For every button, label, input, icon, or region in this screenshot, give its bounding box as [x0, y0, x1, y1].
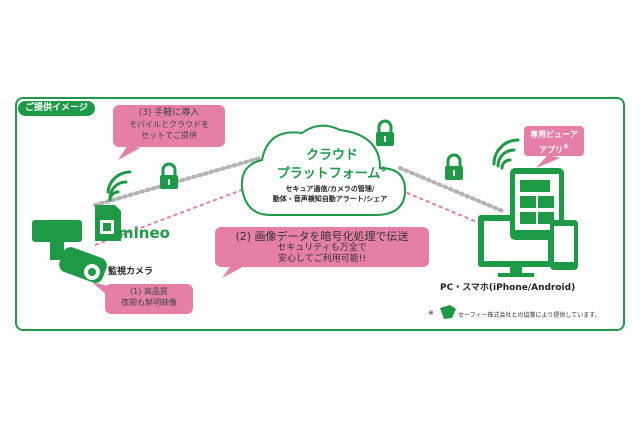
tablet-icon [510, 168, 564, 240]
mineo-logo: mineo [118, 224, 170, 242]
encryption-note: (2) 画像データを暗号化処理で伝送 セキュリティも万全で 安心してご利用可能!… [215, 227, 429, 267]
viewer-app-tag: 専用ビューア アプリ※ [524, 126, 584, 156]
footnote-mark: ※ [428, 309, 434, 317]
smartphone-icon [550, 220, 578, 270]
cloud-title-line2: プラットフォーム [276, 166, 381, 182]
callout-top-line3: セットでご提供 [141, 131, 197, 140]
callout-high-quality: (1) 高品質 夜間も鮮明映像 [105, 284, 193, 314]
camera-label: 監視カメラ [108, 267, 154, 277]
wifi-icon-right [492, 138, 520, 170]
callout-top-tail [118, 145, 140, 160]
app-tag-line2: アプリ [539, 145, 564, 155]
cloud-title-line1: クラウド [305, 148, 358, 163]
image-badge: ご提供イメージ [18, 101, 95, 116]
encryption-note-line2: セキュリティも万全で [277, 243, 367, 253]
cloud-features-line2: 動体・音声検知自動アラート/シェア [272, 195, 388, 203]
encryption-note-line3: 安心してご利用可能!! [278, 254, 366, 264]
cloud-device-link [398, 166, 507, 214]
padlock-icon-center [376, 119, 394, 146]
sim-card-icon [95, 205, 121, 241]
diagram-frame [15, 97, 625, 331]
padlock-icon-left [160, 162, 178, 189]
callout-top-line1: (3) 手軽に導入 [138, 108, 200, 118]
camera-cloud-secure-link [94, 184, 256, 246]
app-tag-note-mark: ※ [563, 144, 569, 151]
center-note-tail [222, 264, 248, 278]
cloud-title: クラウド プラットフォーム※ [262, 148, 402, 181]
safie-logo [440, 305, 456, 319]
cloud-features: セキュア通信/カメラの管理/ 動体・音声検知自動アラート/シェア [255, 184, 405, 204]
padlock-icon-right [445, 153, 463, 180]
cloud-note-mark: ※ [380, 166, 388, 174]
devices-label: PC・スマホ(iPhone/Android) [440, 283, 576, 293]
callout-easy-setup: (3) 手軽に導入 モバイルとクラウドを セットでご提供 [113, 105, 225, 147]
callout-bottom-line2: 夜間も鮮明映像 [121, 298, 177, 307]
callout-bottom-tail [92, 282, 108, 296]
callout-bottom-line1: (1) 高品質 [130, 287, 168, 296]
cloud-shape [240, 124, 407, 216]
security-camera-icon [32, 220, 107, 283]
app-tag-line1: 専用ビューア [530, 130, 578, 139]
callout-top-line2: モバイルとクラウドを [129, 120, 209, 129]
encryption-note-line1: (2) 画像データを暗号化処理で伝送 [235, 230, 409, 243]
wifi-icon-left [106, 170, 132, 202]
cloud-features-line1: セキュア通信/カメラの管理/ [285, 185, 375, 193]
app-tag-tail [536, 155, 560, 168]
footnote-text: セーフィー株式会社との協業により提供しています。 [458, 312, 601, 319]
